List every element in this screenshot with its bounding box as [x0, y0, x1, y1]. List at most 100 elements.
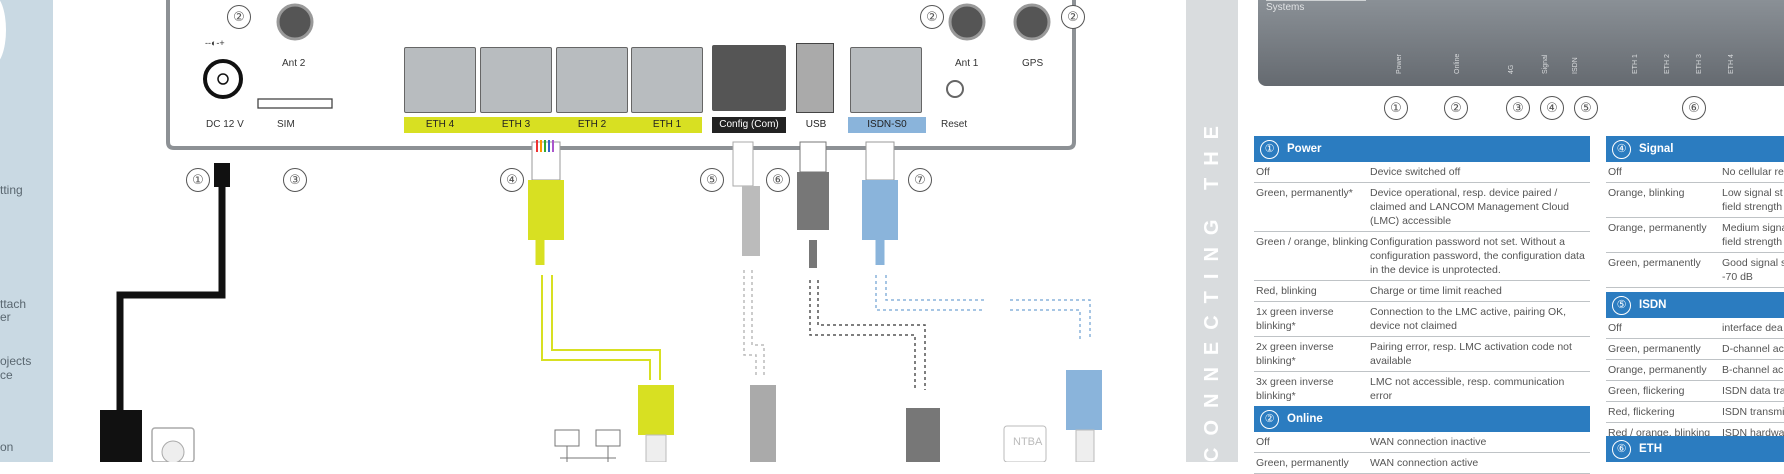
online-number: ②: [1260, 410, 1279, 429]
callout-1: ①: [186, 168, 210, 192]
signal-table-header: ④ Signal: [1606, 136, 1784, 162]
reset-label: Reset: [941, 119, 968, 130]
isdn-cable-dashed: [875, 275, 985, 311]
strip-bubble: [0, 0, 6, 65]
gps-label: GPS: [1022, 58, 1044, 69]
eth3-label: ETH 3: [501, 119, 531, 130]
row-state: Off: [1256, 166, 1270, 178]
ntba-label: NTBA: [1013, 436, 1043, 448]
table-row: 1x green inverse blinking* Connection to …: [1254, 302, 1590, 337]
row-state: Green, permanently: [1608, 343, 1701, 355]
row-meaning: Medium signa field strength: [1722, 222, 1784, 248]
table-row: Orange, permanently Medium signa field st…: [1606, 218, 1784, 253]
led-label-eth2: ETH 2: [1664, 54, 1671, 74]
config-port: [712, 45, 786, 111]
led-label-power: Power: [1396, 54, 1403, 74]
led-label-eth3: ETH 3: [1696, 54, 1703, 74]
led-label-isdn: ISDN: [1572, 57, 1579, 74]
row-meaning: Device switched off: [1370, 166, 1461, 178]
power-number: ①: [1260, 140, 1279, 159]
strip-text: ttach: [0, 297, 27, 311]
row-state: Red, blinking: [1256, 285, 1317, 297]
strip-text: ce: [0, 368, 13, 382]
callout-2: ②: [920, 5, 944, 29]
row-state: 1x green inverse blinking*: [1256, 306, 1334, 332]
signal-number: ④: [1612, 140, 1631, 159]
table-row: 3x green inverse blinking*LMC not access…: [1254, 372, 1590, 407]
row-state: Off: [1608, 166, 1622, 178]
usb-plug-far: [906, 408, 940, 462]
signal-title: Signal: [1639, 143, 1674, 155]
eth2-label: ETH 2: [577, 119, 607, 130]
ant2-label: Ant 2: [282, 58, 306, 69]
usb-cable-dashed: [809, 280, 926, 390]
online-title: Online: [1287, 413, 1323, 425]
callout-7: ⑦: [908, 168, 932, 192]
led-label-online: Online: [1454, 53, 1461, 74]
led-label-signal: Signal: [1542, 54, 1549, 74]
isdn-number: ⑤: [1612, 296, 1631, 315]
strip-text: on: [0, 440, 14, 454]
led-callout-5: ⑤: [1574, 96, 1598, 120]
dc-label: DC 12 V: [206, 119, 244, 130]
table-row: Off No cellular re: [1606, 162, 1784, 183]
row-meaning: Configuration password not set. Without …: [1370, 236, 1585, 276]
isdn-plug-head: [865, 141, 895, 181]
led-callout-3: ③: [1506, 96, 1530, 120]
callout-5: ⑤: [700, 168, 724, 192]
sim-label: SIM: [277, 119, 295, 130]
callout-2: ②: [1061, 5, 1085, 29]
power-cable: [116, 165, 226, 462]
callout-4: ④: [500, 168, 524, 192]
ant2-connector: [276, 3, 314, 41]
eth3-port: [480, 47, 552, 113]
led-callout-2: ②: [1444, 96, 1468, 120]
row-state: Green, flickering: [1608, 385, 1685, 397]
led-callout-6: ⑥: [1682, 96, 1706, 120]
isdn-plug-far-tip: [1075, 429, 1095, 462]
table-row: Off Device switched off: [1254, 162, 1590, 183]
ant1-label: Ant 1: [955, 58, 979, 69]
row-meaning: ISDN transmi: [1722, 406, 1784, 418]
row-meaning: Pairing error, resp. LMC activation code…: [1370, 341, 1572, 367]
isdn-cable-dashed-2: [1010, 299, 1091, 340]
isdn-plug-body: [862, 180, 898, 240]
config-plug-head: [732, 141, 754, 187]
pc-icon-1: [554, 429, 580, 447]
isdn-plug-far: [1066, 370, 1102, 430]
row-meaning: Low signal st field strength: [1722, 187, 1783, 213]
eth-title: ETH: [1639, 443, 1662, 455]
row-state: Orange, permanently: [1608, 222, 1707, 234]
table-row: Green, permanently*Device operational, r…: [1254, 183, 1590, 232]
row-meaning: Connection to the LMC active, pairing OK…: [1370, 306, 1567, 332]
systems-label: Systems: [1266, 2, 1305, 13]
row-meaning: Device operational, resp. device paired …: [1370, 187, 1570, 227]
usb-port: [796, 43, 834, 113]
usb-plug-head: [799, 141, 827, 173]
eth-cable-split: [541, 275, 661, 380]
row-state: Green, permanently: [1608, 257, 1701, 269]
row-state: Off: [1608, 322, 1622, 334]
eth-plug-far-tip: [645, 434, 667, 462]
eth-plug-far: [638, 385, 674, 435]
row-state: Orange, permanently: [1608, 364, 1707, 376]
row-state: Green / orange, blinking: [1256, 236, 1369, 248]
eth1-port: [631, 47, 703, 113]
eth2-port: [556, 47, 628, 113]
ant1-connector: [948, 3, 986, 41]
row-meaning: No cellular re: [1722, 166, 1784, 178]
power-adapter: [100, 410, 142, 462]
row-meaning: WAN connection active: [1370, 457, 1479, 469]
row-meaning: ISDN data tra: [1722, 385, 1784, 397]
gps-connector: [1013, 3, 1051, 41]
